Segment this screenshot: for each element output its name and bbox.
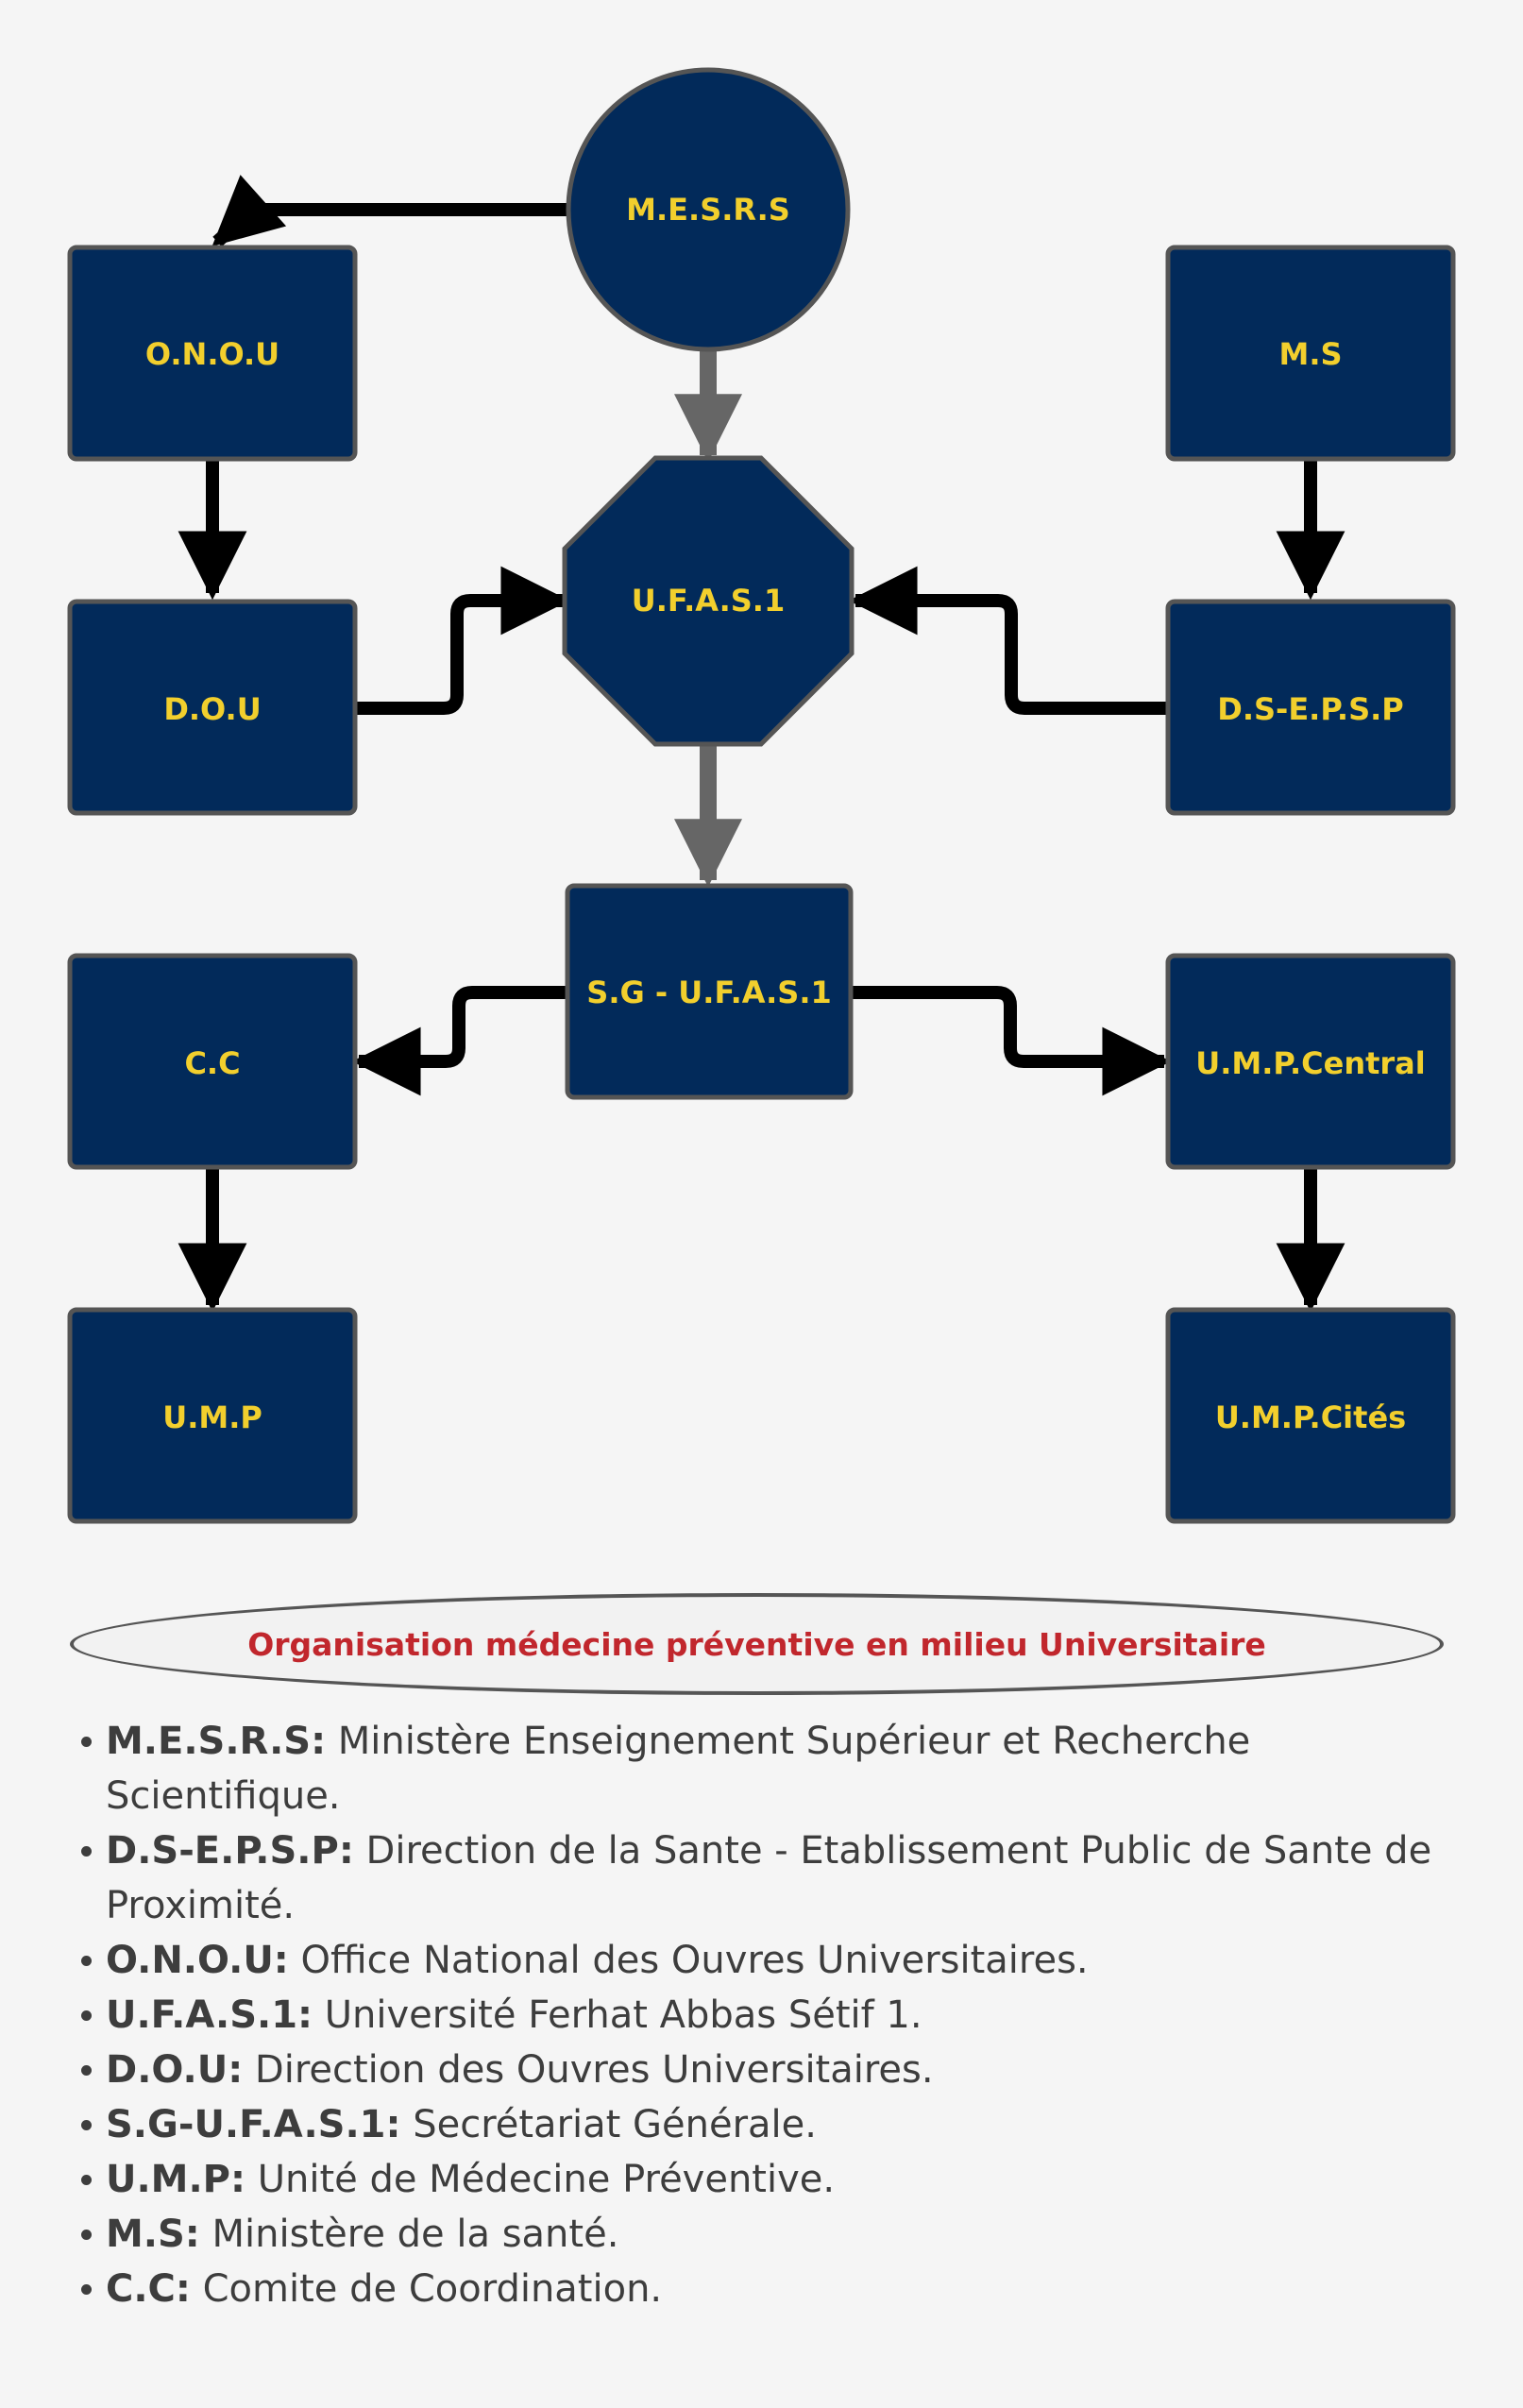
legend-term: M.S: <box>106 2213 200 2256</box>
legend-term: U.F.A.S.1: <box>106 1993 313 2037</box>
node-label: M.E.S.R.S <box>626 192 790 228</box>
node-label: U.M.P <box>162 1399 262 1435</box>
org-chart: M.E.S.R.S O.N.O.U M.S U.F.A.S.1 D.O.U D.… <box>67 67 1456 1524</box>
node-label: U.M.P.Central <box>1195 1045 1425 1081</box>
node-label: D.O.U <box>163 691 261 727</box>
legend-item: O.N.O.U: Office National des Ouvres Univ… <box>77 1933 1465 1988</box>
node-ump: U.M.P <box>67 1307 358 1524</box>
legend-item: C.C: Comite de Coordination. <box>77 2262 1465 2316</box>
legend-term: D.O.U: <box>106 2048 244 2092</box>
node-ump-central: U.M.P.Central <box>1165 953 1456 1170</box>
legend-term: M.E.S.R.S: <box>106 1720 327 1763</box>
node-dsepsp: D.S-E.P.S.P <box>1165 599 1456 816</box>
legend-desc: Direction des Ouvres Universitaires. <box>243 2048 934 2092</box>
node-ufas1: U.F.A.S.1 <box>562 455 855 747</box>
legend-desc: Ministère de la santé. <box>199 2213 619 2256</box>
legend-term: S.G-U.F.A.S.1: <box>106 2103 401 2146</box>
legend-desc: Office National des Ouvres Universitaire… <box>288 1939 1089 1982</box>
arrow-sg-to-umpcentral <box>852 986 1172 1096</box>
legend-term: U.M.P: <box>106 2158 245 2201</box>
legend-list: M.E.S.R.S: Ministère Enseignement Supéri… <box>77 1714 1465 2316</box>
legend-item: U.M.P: Unité de Médecine Préventive. <box>77 2152 1465 2207</box>
arrow-dou-to-ufas1 <box>356 566 570 715</box>
legend-desc: Secrétariat Générale. <box>400 2103 817 2146</box>
legend-item: D.O.U: Direction des Ouvres Universitair… <box>77 2043 1465 2097</box>
legend-item: M.S: Ministère de la santé. <box>77 2207 1465 2262</box>
legend-item: S.G-U.F.A.S.1: Secrétariat Générale. <box>77 2097 1465 2152</box>
legend-item: U.F.A.S.1: Université Ferhat Abbas Sétif… <box>77 1988 1465 2043</box>
node-ms: M.S <box>1165 245 1456 462</box>
node-cc: C.C <box>67 953 358 1170</box>
legend-desc: Ministère Enseignement Supérieur et Rech… <box>106 1720 1251 1818</box>
arrow-dsepsp-to-ufas1 <box>848 566 1167 715</box>
node-label: D.S-E.P.S.P <box>1217 691 1403 727</box>
legend-term: D.S-E.P.S.P: <box>106 1829 354 1873</box>
node-label: S.G - U.F.A.S.1 <box>586 975 831 1010</box>
node-label: U.F.A.S.1 <box>632 583 785 619</box>
node-dou: D.O.U <box>67 599 358 816</box>
node-mesrs: M.E.S.R.S <box>566 67 851 352</box>
legend-desc: Unité de Médecine Préventive. <box>245 2158 836 2201</box>
arrow-sg-to-cc <box>351 986 567 1096</box>
connectors <box>178 175 1345 1313</box>
node-label: M.S <box>1278 336 1342 372</box>
legend-term: O.N.O.U: <box>106 1939 289 1982</box>
legend-item: M.E.S.R.S: Ministère Enseignement Supéri… <box>77 1714 1465 1823</box>
arrow-mesrs-to-onou <box>212 175 569 247</box>
legend-desc: Université Ferhat Abbas Sétif 1. <box>313 1993 922 2037</box>
node-label: C.C <box>184 1045 240 1081</box>
legend-term: C.C: <box>106 2267 191 2311</box>
legend-desc: Comite de Coordination. <box>190 2267 663 2311</box>
diagram-caption: Organisation médecine préventive en mili… <box>70 1593 1444 1695</box>
node-ump-cites: U.M.P.Cités <box>1165 1307 1456 1524</box>
node-label: U.M.P.Cités <box>1215 1399 1406 1435</box>
legend-item: D.S-E.P.S.P: Direction de la Sante - Eta… <box>77 1823 1465 1933</box>
node-sg-ufas1: S.G - U.F.A.S.1 <box>565 883 854 1100</box>
legend-desc: Direction de la Sante - Etablissement Pu… <box>106 1829 1432 1927</box>
node-label: O.N.O.U <box>145 336 279 372</box>
node-onou: O.N.O.U <box>67 245 358 462</box>
caption-text: Organisation médecine préventive en mili… <box>247 1625 1266 1663</box>
